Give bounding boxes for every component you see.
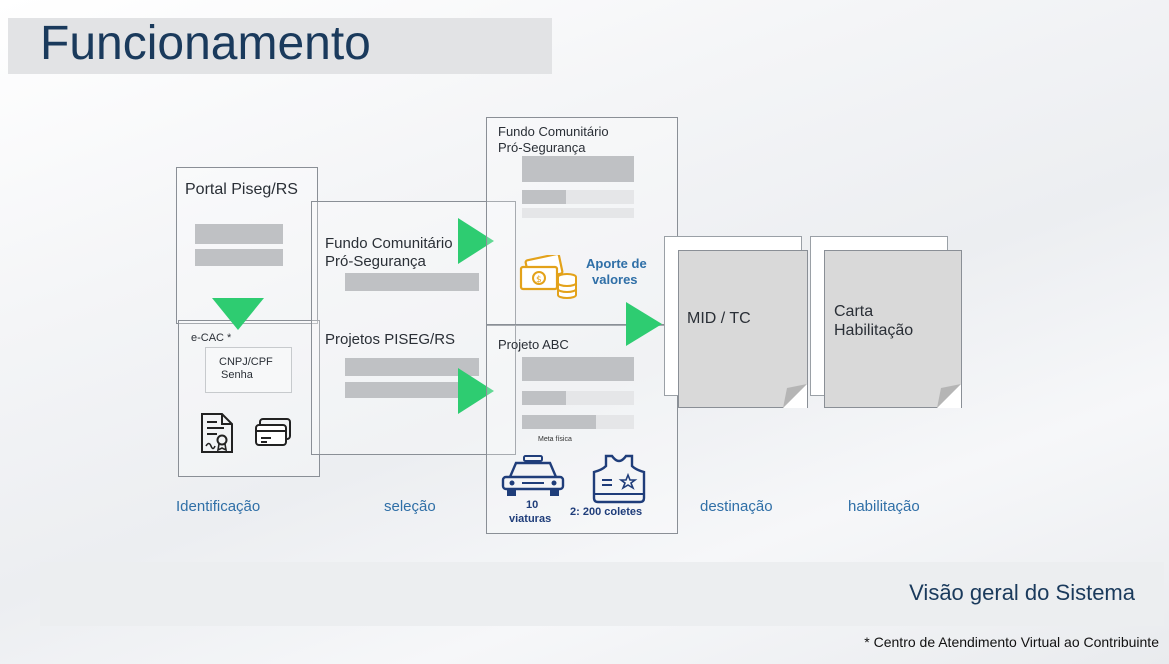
arrow-right-icon [458,218,494,264]
bottom-band [40,562,1164,626]
fund-bar-4 [522,208,634,218]
portal-box [176,167,318,324]
svg-text:$: $ [536,275,542,285]
carta-document [824,250,962,408]
coletes-label: 2: 200 coletes [570,506,643,518]
stage-selecao: seleção [384,498,436,515]
fund-panel [486,117,678,326]
fund-bar-2 [522,190,566,204]
certificate-icon [201,413,233,453]
meta-label: Meta física [538,436,572,443]
aporte-label-2: valores [592,272,638,287]
subtitle: Visão geral do Sistema [909,580,1135,605]
portal-title: Portal Piseg/RS [185,181,298,198]
mid-label: MID / TC [687,310,751,327]
stage-habilitacao: habilitação [848,498,920,515]
carta-document-fold [937,384,961,408]
ecac-label: e-CAC * [191,332,232,344]
page-title: Funcionamento [40,17,371,70]
money-coins-icon: $ [519,255,577,299]
carta-label-2: Habilitação [834,322,914,339]
project-bar-3 [566,391,634,405]
footnote: * Centro de Atendimento Virtual ao Contr… [864,634,1159,650]
project-bar-5 [596,415,634,429]
carta-label-1: Carta [834,303,874,320]
fund-bar-1 [522,156,634,182]
project-bar-4 [522,415,596,429]
mid-document [678,250,808,408]
vest-icon [592,454,646,504]
selection-projetos-bar-1 [345,358,479,376]
project-panel-title: Projeto ABC [498,337,569,352]
project-bar-2 [522,391,566,405]
selection-fundo-bar [345,273,479,291]
cnpj-cpf-label: CNPJ/CPF [219,356,273,368]
selection-projetos-bar-2 [345,382,479,398]
selection-fundo-label-1: Fundo Comunitário [325,235,453,252]
arrow-down-icon [212,298,264,330]
mid-document-fold [783,384,807,408]
fund-panel-title-2: Pró-Segurança [498,140,586,155]
title-band [8,18,552,74]
arrow-right-icon [626,302,662,346]
viaturas-count: 10 [526,499,539,511]
portal-bar-1 [195,224,283,244]
stage-destinacao: destinação [700,498,773,515]
credentials-box [205,347,292,393]
fund-panel-title-1: Fundo Comunitário [498,124,609,139]
stage-identificacao: Identificação [176,498,261,515]
arrow-right-icon [458,368,494,414]
senha-label: Senha [221,369,253,381]
selection-projetos-label: Projetos PISEG/RS [325,331,456,348]
project-bar-1 [522,357,634,381]
viaturas-label: viaturas [509,513,552,525]
selection-fundo-label-2: Pró-Segurança [325,253,426,270]
aporte-label-1: Aporte de [586,256,647,271]
car-icon [501,455,565,496]
fund-bar-3 [566,190,634,204]
credit-card-icon [255,418,291,446]
portal-bar-2 [195,249,283,266]
project-panel [486,324,678,534]
